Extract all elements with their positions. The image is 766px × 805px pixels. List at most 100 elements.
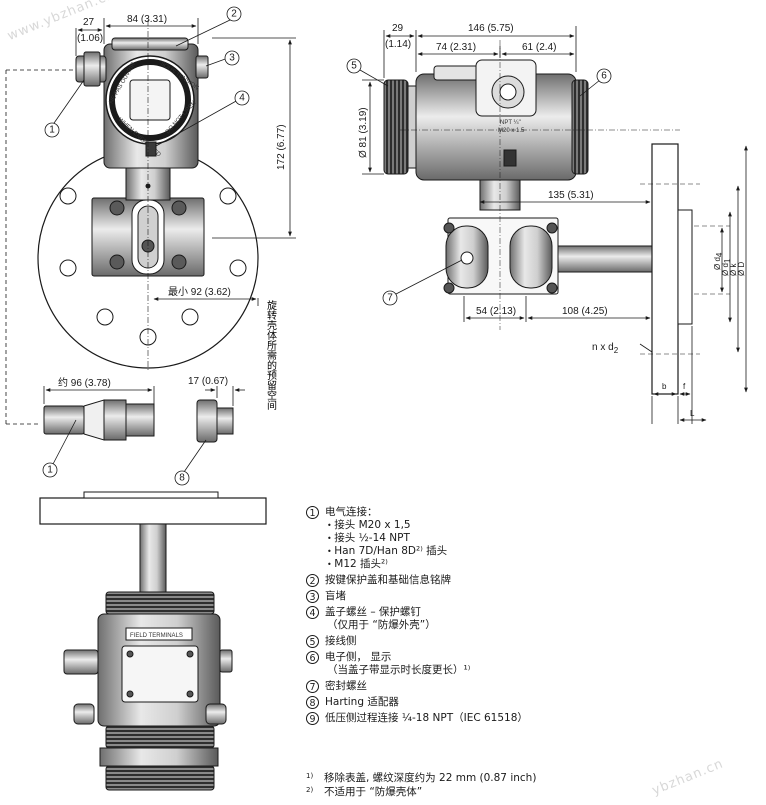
legend-item: 9 低压侧过程连接 ¼-18 NPT（IEC 61518） <box>306 712 746 725</box>
harting-adapter <box>196 386 245 443</box>
dim-17: 17 (0.67) <box>188 376 228 387</box>
callout-1-a <box>44 122 60 138</box>
dim-L: L <box>690 409 695 418</box>
dim-146: 146 (5.75) <box>468 23 514 34</box>
legend-number: 9 <box>306 712 319 725</box>
footnote: 2) 不适用于 “防爆壳体” <box>306 785 746 799</box>
dim-1-06: (1.06) <box>77 33 103 44</box>
callout-6 <box>596 68 612 84</box>
callout-4 <box>234 90 250 106</box>
legend-title: 电气连接： <box>325 506 378 518</box>
callout-numbers: 1 2 3 4 5 6 7 1 8 <box>47 9 607 484</box>
footnote-text: 移除表盖, 螺纹深度约为 22 mm (0.87 inch) <box>324 772 537 784</box>
legend-subitem: Han 7D/Han 8D²⁾ 插头 <box>327 545 746 558</box>
flange-bolt-holes <box>59 187 247 346</box>
legend-title: 按键保护盖和基础信息铭牌 <box>325 574 451 586</box>
footnote-text: 不适用于 “防爆壳体” <box>324 786 423 798</box>
dim-61: 61 (2.4) <box>522 42 556 53</box>
bottom-flange <box>39 497 267 525</box>
callout-2 <box>226 6 242 22</box>
legend-item: 6 电子侧， 显示（当盖子带显示时长度更长）¹⁾ <box>306 651 746 677</box>
footnote: 1) 移除表盖, 螺纹深度约为 22 mm (0.87 inch) <box>306 771 746 785</box>
dim-f: f <box>683 382 686 391</box>
extension-tube <box>557 245 655 273</box>
legend-number: 7 <box>306 680 319 693</box>
svg-text:5: 5 <box>351 61 357 72</box>
legend-item: 3 盲堵 <box>306 590 746 603</box>
footnote-mark: 2) <box>306 786 314 794</box>
callout-8 <box>174 470 190 486</box>
side-view: NPT ¼" M20 x 1.5 <box>383 40 730 395</box>
svg-text:3: 3 <box>229 53 235 64</box>
dim-84: 84 (3.31) <box>127 14 167 25</box>
dim-k: Ø k <box>729 263 738 276</box>
front-view: DO NOT OPEN SOUS TENSION NE PAS OUVRIR W… <box>37 20 259 372</box>
dim-135: 135 (5.31) <box>548 190 594 201</box>
legend-title: 低压侧过程连接 ¼-18 NPT（IEC 61518） <box>325 712 528 724</box>
legend-title: 电子侧， 显示 <box>325 651 392 663</box>
legend-continuation: （仅用于 “防爆外壳”） <box>327 619 436 631</box>
dim-d1: Ø d1 <box>721 258 732 276</box>
legend-item: 5 接线侧 <box>306 635 746 648</box>
connector-detail <box>43 386 155 441</box>
svg-text:4: 4 <box>239 93 245 104</box>
dim-108: 108 (4.25) <box>562 306 608 317</box>
legend-number: 3 <box>306 590 319 603</box>
dim-D: Ø D <box>737 262 746 276</box>
legend-subitem: M12 插头²⁾ <box>327 558 746 571</box>
dim-n-x-d2: n x d2 <box>592 342 619 355</box>
legend-continuation: （当盖子带显示时长度更长）¹⁾ <box>327 664 471 676</box>
dim-b: b <box>662 382 667 391</box>
rotation-clearance-note: 旋转壳体所需的预留空间 <box>265 299 277 411</box>
footnote-mark: 1) <box>306 772 314 780</box>
dim-1-14: (1.14) <box>385 39 411 50</box>
svg-text:7: 7 <box>387 293 393 304</box>
blind-plug <box>195 55 209 79</box>
cable-gland <box>75 51 107 87</box>
legend-number: 8 <box>306 696 319 709</box>
legend-number: 2 <box>306 574 319 587</box>
field-terminals-label: FIELD TERMINALS <box>130 633 183 639</box>
dim-81: Ø 81 (3.19) <box>358 107 369 158</box>
svg-text:1: 1 <box>49 125 55 136</box>
dim-172: 172 (6.77) <box>276 124 287 170</box>
side-label-npt: NPT ¼" <box>500 120 521 126</box>
legend-item: 4 盖子螺丝 – 保护螺钉（仅用于 “防爆外壳”） <box>306 606 746 632</box>
cover-screw <box>145 141 157 157</box>
legend-title: 盖子螺丝 – 保护螺钉 <box>325 606 421 618</box>
svg-text:1: 1 <box>47 465 53 476</box>
svg-text:8: 8 <box>179 473 185 484</box>
legend-number: 6 <box>306 651 319 664</box>
legend-number: 4 <box>306 606 319 619</box>
legend-subitem: 接头 ½-14 NPT <box>327 532 746 545</box>
side-flange <box>651 143 679 395</box>
side-label-m20: M20 x 1.5 <box>498 128 525 134</box>
legend-item: 2 按键保护盖和基础信息铭牌 <box>306 574 746 587</box>
legend-title: 接线侧 <box>325 635 357 647</box>
side-dimensions <box>362 26 748 424</box>
svg-text:6: 6 <box>601 71 607 82</box>
callout-1-b <box>42 462 58 478</box>
footnotes: 1) 移除表盖, 螺纹深度约为 22 mm (0.87 inch) 2) 不适用于 “… <box>306 771 746 799</box>
svg-text:2: 2 <box>231 9 237 20</box>
callout-3 <box>224 50 240 66</box>
legend-number: 5 <box>306 635 319 648</box>
dim-54: 54 (2.13) <box>476 306 516 317</box>
front-dimensions <box>5 18 296 425</box>
legend-title: 盲堵 <box>325 590 346 602</box>
bottom-tube <box>139 523 167 597</box>
bottom-view: FIELD TERMINALS <box>39 491 267 791</box>
dim-92: 最小 92 (3.62) <box>168 286 231 298</box>
dim-d4: Ø d4 <box>713 252 724 270</box>
dim-27: 27 <box>83 17 95 28</box>
dim-96: 约 96 (3.78) <box>58 376 111 389</box>
callout-5 <box>346 58 362 74</box>
callout-7 <box>382 290 398 306</box>
legend-number: 1 <box>306 506 319 519</box>
dim-74: 74 (2.31) <box>436 42 476 53</box>
